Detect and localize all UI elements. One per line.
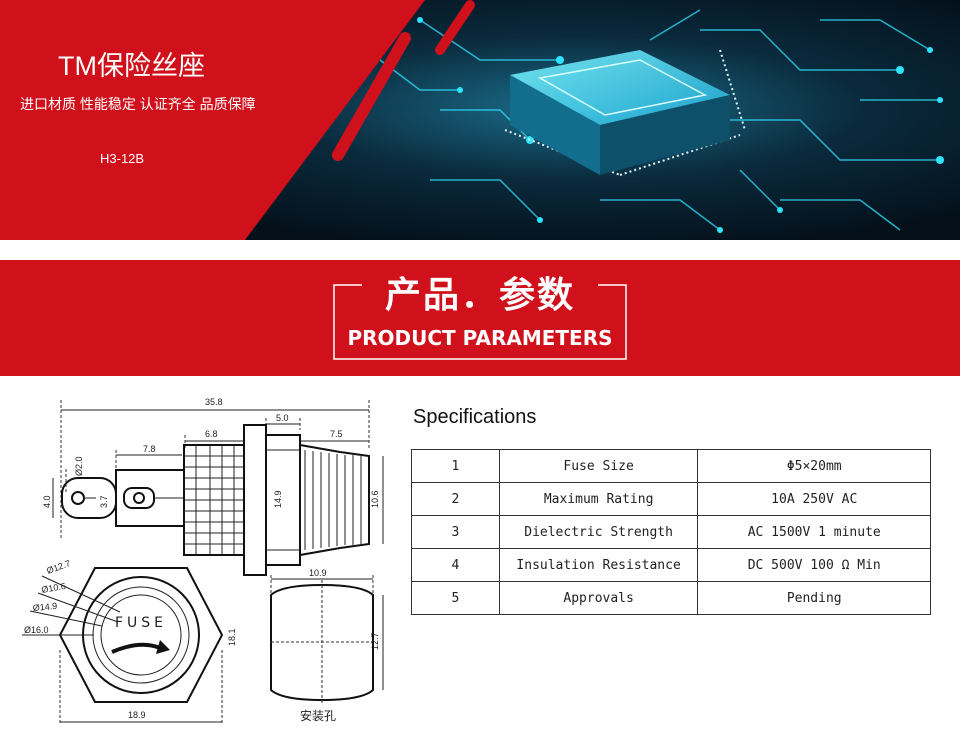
row-item: Insulation Resistance [498, 548, 699, 582]
specifications-title: Specifications [413, 406, 537, 428]
row-number: 4 [411, 548, 500, 582]
dim-body-dia: 14.9 [273, 490, 283, 508]
dim-across-flats: 18.9 [128, 710, 146, 720]
row-value: AC 1500V 1 minute [697, 515, 931, 549]
dim-terminal-width: 4.0 [42, 495, 52, 508]
technical-drawing: 35.8 5.0 6.8 7.5 7.8 Ø2.0 4.0 3.7 14.9 [22, 397, 384, 725]
dim-cut-width: 10.9 [309, 568, 327, 578]
row-item: Maximum Rating [498, 482, 699, 516]
table-row: 5 Approvals Pending [411, 581, 931, 615]
circuit-board-image [0, 0, 960, 240]
dim-terminal-length: 7.8 [143, 444, 156, 454]
row-value: Pending [697, 581, 931, 615]
row-item: Approvals [498, 581, 699, 615]
row-number: 2 [411, 482, 500, 516]
dim-d3: Ø14.9 [32, 601, 57, 613]
row-number: 3 [411, 515, 500, 549]
title-frame [333, 284, 627, 360]
dim-d2: Ø10.6 [41, 581, 67, 595]
table-row: 1 Fuse Size Φ5×20mm [411, 449, 931, 483]
fuse-label: FUSE [115, 615, 167, 631]
dim-d4: Ø16.0 [24, 625, 49, 635]
hero-title: TM保险丝座 [58, 51, 205, 81]
mount-hole-label: 安装孔 [300, 708, 336, 723]
section-header-band [0, 260, 960, 376]
dim-d1: Ø12.7 [45, 558, 71, 576]
dim-overall-length: 35.8 [205, 397, 223, 407]
dim-hole-dia: Ø2.0 [74, 456, 84, 476]
dim-knurl-length: 7.5 [330, 429, 343, 439]
arrow-icon [111, 642, 161, 654]
table-row: 2 Maximum Rating 10A 250V AC [411, 482, 931, 516]
dim-cap-dia: 10.6 [370, 490, 380, 508]
table-row: 4 Insulation Resistance DC 500V 100 Ω Mi… [411, 548, 931, 582]
model-number: H3-12B [100, 151, 145, 166]
table-row: 3 Dielectric Strength AC 1500V 1 minute [411, 515, 931, 549]
section-title-en: PRODUCT PARAMETERS [347, 326, 613, 350]
dim-across-flats-v: 18.1 [227, 628, 237, 646]
row-value: 10A 250V AC [697, 482, 931, 516]
hero-banner: TM保险丝座 进口材质 性能稳定 认证齐全 品质保障 H3-12B [0, 0, 960, 240]
row-item: Dielectric Strength [498, 515, 699, 549]
dim-cut-height: 12.7 [370, 632, 380, 650]
row-value: Φ5×20mm [697, 449, 931, 483]
dim-terminal-inner: 3.7 [99, 495, 109, 508]
row-number: 1 [411, 449, 500, 483]
row-value: DC 500V 100 Ω Min [697, 548, 931, 582]
specifications-table: 1 Fuse Size Φ5×20mm 2 Maximum Rating 10A… [411, 449, 931, 615]
section-title-cn: 产品．参数 [384, 275, 575, 316]
dim-nut-length: 6.8 [205, 429, 218, 439]
row-item: Fuse Size [498, 449, 699, 483]
hero-subtitle: 进口材质 性能稳定 认证齐全 品质保障 [20, 96, 256, 112]
dim-cap-length: 5.0 [276, 413, 289, 423]
row-number: 5 [411, 581, 500, 615]
